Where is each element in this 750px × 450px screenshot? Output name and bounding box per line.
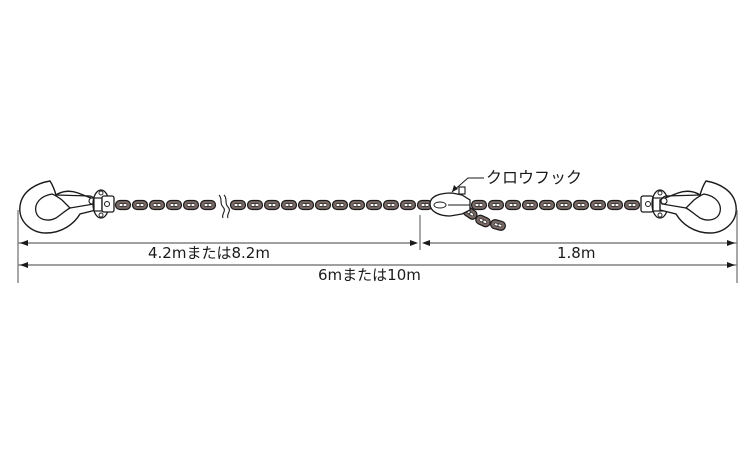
left-swivel-icon (92, 189, 115, 219)
callout-leader (451, 177, 484, 193)
right-hook-icon (659, 180, 737, 234)
dimension-label-overall: 6mまたは10m (318, 266, 421, 284)
claw-hook-icon (429, 186, 471, 217)
chain-left-section (114, 199, 217, 211)
extension-lines (17, 210, 738, 283)
chain-break-icon (218, 194, 230, 219)
left-hook-icon (19, 180, 97, 234)
dimension-label-right-segment: 1.8m (557, 244, 596, 262)
dimension-label-left-segment: 4.2mまたは8.2m (148, 244, 270, 262)
chain-middle-section (229, 199, 434, 211)
chain-right-section (470, 199, 641, 211)
dimension-row-2 (18, 262, 737, 268)
claw-hook-callout-label: クロウフック (486, 168, 583, 187)
dimension-row-1 (18, 240, 737, 246)
